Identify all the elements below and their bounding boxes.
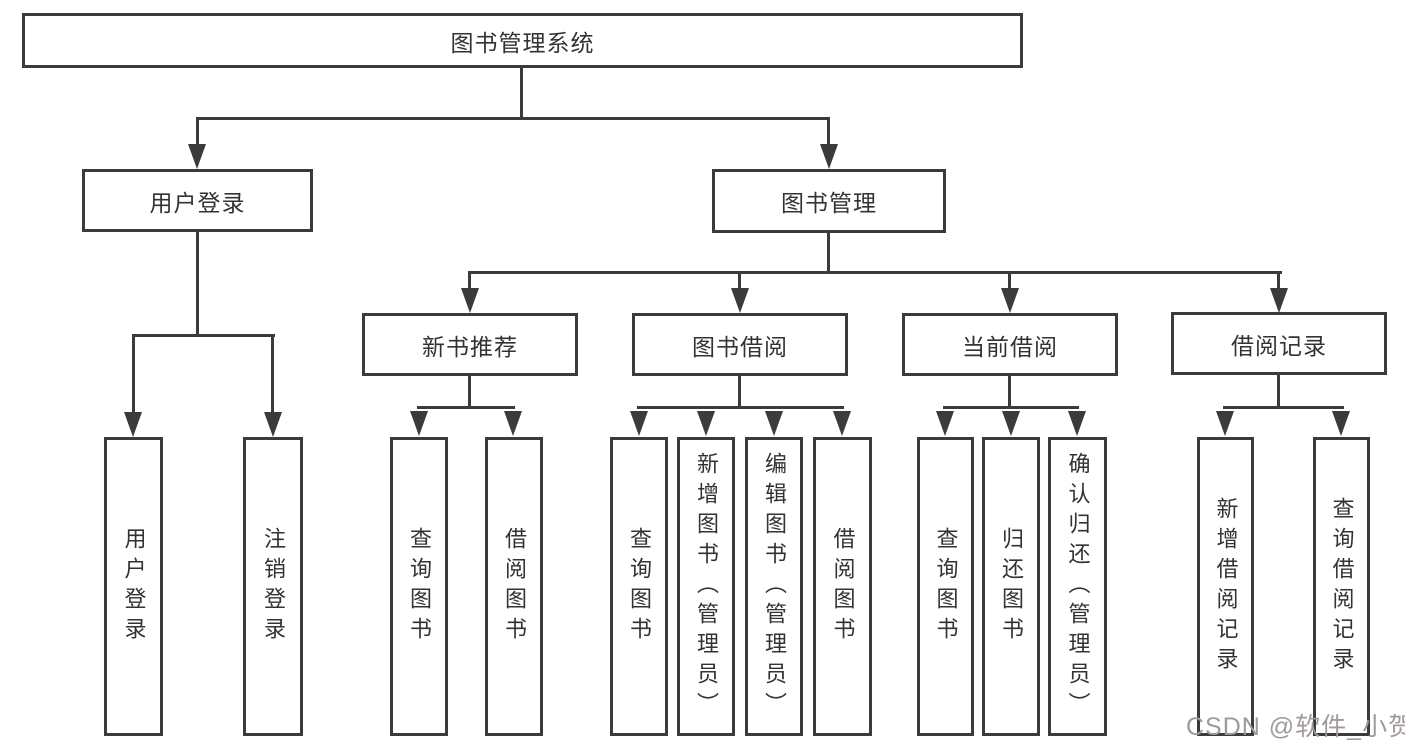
connector-root-stem — [520, 68, 523, 120]
node-new-book-recommend: 新书推荐 — [362, 313, 578, 376]
node-root: 图书管理系统 — [22, 13, 1023, 68]
arrow-into-leaf-bb-edit — [765, 411, 783, 436]
connector-borrow-records-rail — [1223, 406, 1344, 409]
leaf-user-login: 用户登录 — [104, 437, 163, 736]
connector-book-management-stem — [827, 233, 830, 274]
node-book-management-label: 图书管理 — [781, 190, 877, 216]
leaf-nb-query-books: 查询图书 — [390, 437, 448, 736]
node-borrowing-records-label: 借阅记录 — [1231, 332, 1327, 359]
arrow-into-leaf-bb-query — [630, 411, 648, 436]
node-book-management: 图书管理 — [712, 169, 946, 233]
arrow-into-book-management — [820, 144, 838, 169]
node-current-borrowing: 当前借阅 — [902, 313, 1118, 376]
arrow-into-leaf-br-query — [1332, 411, 1350, 436]
connector-new-book-stem — [468, 376, 471, 409]
arrow-into-leaf-cb-query — [936, 411, 954, 436]
arrow-into-leaf-cb-return — [1002, 411, 1020, 436]
arrow-into-book-borrowing — [731, 288, 749, 313]
leaf-cb-confirm-return-admin: 确认归还（管理员） — [1048, 437, 1107, 736]
leaf-br-add-record-label: 新增借阅记录 — [1213, 496, 1239, 677]
connector-book-borrow-rail — [637, 406, 844, 409]
node-book-borrowing: 图书借阅 — [632, 313, 848, 376]
node-root-label: 图书管理系统 — [450, 29, 595, 56]
leaf-user-login-label: 用户登录 — [121, 526, 147, 647]
arrow-into-leaf-br-add — [1216, 411, 1234, 436]
leaf-bb-query-books: 查询图书 — [610, 437, 668, 736]
arrow-into-leaf-nb-query — [410, 411, 428, 436]
arrow-into-leaf-logout — [264, 412, 282, 437]
arrow-into-new-book-recommend — [461, 288, 479, 313]
connector-new-book-drop — [468, 271, 471, 293]
connector-borrow-records-stem — [1277, 375, 1280, 409]
connector-level3-rail — [468, 271, 1282, 274]
arrow-into-user-login — [188, 144, 206, 169]
arrow-into-leaf-user-login — [124, 412, 142, 437]
leaf-bb-edit-books-admin: 编辑图书（管理员） — [745, 437, 803, 736]
leaf-logout-login-label: 注销登录 — [261, 526, 286, 647]
leaf-cb-query-books-label: 查询图书 — [933, 526, 959, 647]
connector-borrow-records-drop — [1277, 271, 1280, 293]
connector-current-borrow-rail — [943, 406, 1079, 409]
node-new-book-recommend-label: 新书推荐 — [422, 333, 518, 360]
connector-level2-rail — [196, 117, 830, 120]
arrow-into-borrowing-records — [1270, 288, 1288, 313]
arrow-into-leaf-nb-borrow — [504, 411, 522, 436]
connector-user-login-drop — [196, 117, 199, 149]
leaf-bb-borrow-books-label: 借阅图书 — [830, 526, 856, 647]
connector-new-book-rail — [417, 406, 515, 409]
leaf-bb-borrow-books: 借阅图书 — [813, 437, 872, 736]
leaf-br-query-record: 查询借阅记录 — [1313, 437, 1370, 736]
node-user-login: 用户登录 — [82, 169, 313, 232]
csdn-watermark: CSDN @软件_小贺同学 — [1186, 713, 1405, 741]
leaf-bb-add-books-admin: 新增图书（管理员） — [677, 437, 735, 736]
node-borrowing-records: 借阅记录 — [1171, 312, 1387, 375]
leaf-nb-query-books-label: 查询图书 — [407, 526, 432, 647]
leaf-cb-return-books: 归还图书 — [982, 437, 1040, 736]
connector-user-login-stem — [196, 232, 199, 337]
leaf-bb-edit-books-admin-label: 编辑图书（管理员） — [762, 451, 787, 722]
connector-leaf-logout-drop — [271, 334, 274, 414]
node-user-login-label: 用户登录 — [149, 189, 246, 216]
leaf-bb-query-books-label: 查询图书 — [627, 526, 652, 647]
connector-book-borrow-drop — [738, 271, 741, 293]
node-current-borrowing-label: 当前借阅 — [962, 333, 1058, 360]
arrow-into-leaf-bb-borrow — [833, 411, 851, 436]
connector-current-borrow-drop — [1008, 271, 1011, 293]
node-book-borrowing-label: 图书借阅 — [692, 333, 788, 360]
arrow-into-leaf-cb-confirm — [1068, 411, 1086, 436]
connector-book-management-drop — [827, 117, 830, 149]
leaf-bb-add-books-admin-label: 新增图书（管理员） — [694, 451, 719, 722]
leaf-logout-login: 注销登录 — [243, 437, 303, 736]
arrow-into-current-borrowing — [1001, 288, 1019, 313]
leaf-cb-confirm-return-admin-label: 确认归还（管理员） — [1065, 451, 1091, 722]
leaf-cb-query-books: 查询图书 — [917, 437, 974, 736]
leaf-br-query-record-label: 查询借阅记录 — [1329, 496, 1355, 677]
arrow-into-leaf-bb-add — [697, 411, 715, 436]
connector-current-borrow-stem — [1008, 376, 1011, 409]
leaf-br-add-record: 新增借阅记录 — [1197, 437, 1254, 736]
leaf-nb-borrow-books-label: 借阅图书 — [502, 526, 527, 647]
connector-book-borrow-stem — [738, 376, 741, 409]
leaf-nb-borrow-books: 借阅图书 — [485, 437, 543, 736]
leaf-cb-return-books-label: 归还图书 — [999, 526, 1024, 647]
connector-user-login-rail — [132, 334, 275, 337]
connector-leaf-user-login-drop — [132, 334, 135, 414]
